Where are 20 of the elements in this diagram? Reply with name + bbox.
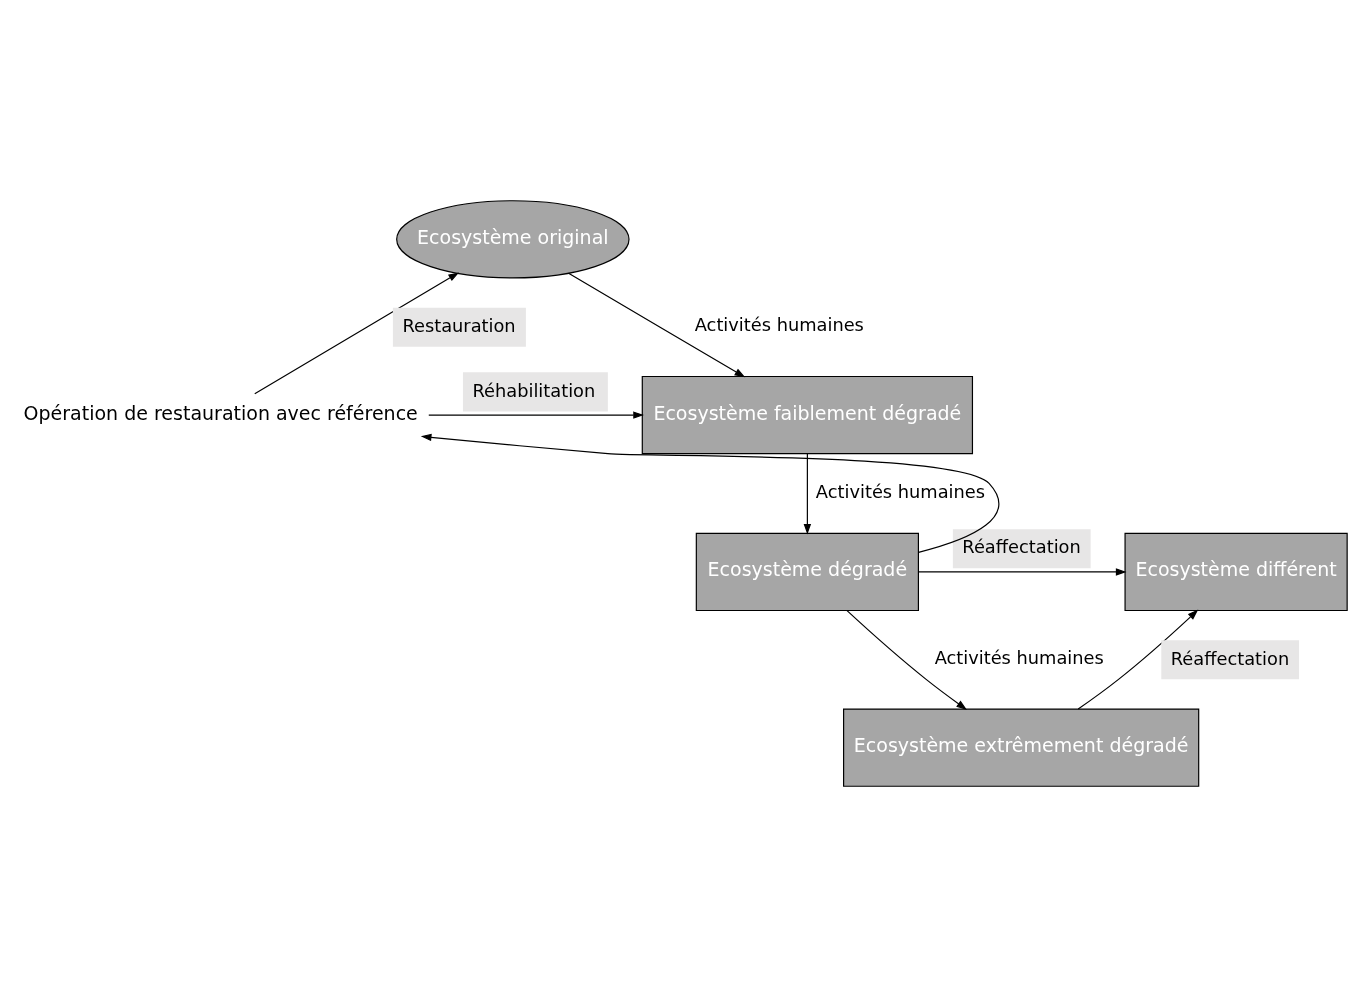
- arrow: [918, 567, 1127, 576]
- node-box: Ecosystème extrêmement dégradé: [843, 707, 1200, 787]
- arrow: [420, 433, 1000, 553]
- edge-label: Réhabilitation: [472, 379, 596, 401]
- node-box: Ecosystème faiblement dégradé: [641, 375, 974, 454]
- arrow: [1077, 609, 1199, 710]
- arrow: [428, 410, 644, 419]
- node-box: Ecosystème dégradé: [695, 532, 919, 611]
- arrow: [254, 271, 460, 394]
- node-text: Opération de restauration avec référence: [23, 401, 418, 424]
- arrow: [803, 452, 812, 535]
- edge-label: Activités humaines: [815, 480, 986, 502]
- edge-label: Réaffectation: [1170, 647, 1290, 669]
- edge-label: Restauration: [402, 314, 516, 336]
- node-box: Ecosystème différent: [1124, 532, 1348, 611]
- arrow: [568, 272, 746, 377]
- edge-label: Réaffectation: [962, 535, 1081, 557]
- edge-label: Activités humaines: [694, 313, 864, 335]
- edge-label: Activités humaines: [934, 646, 1104, 668]
- arrow: [846, 609, 968, 710]
